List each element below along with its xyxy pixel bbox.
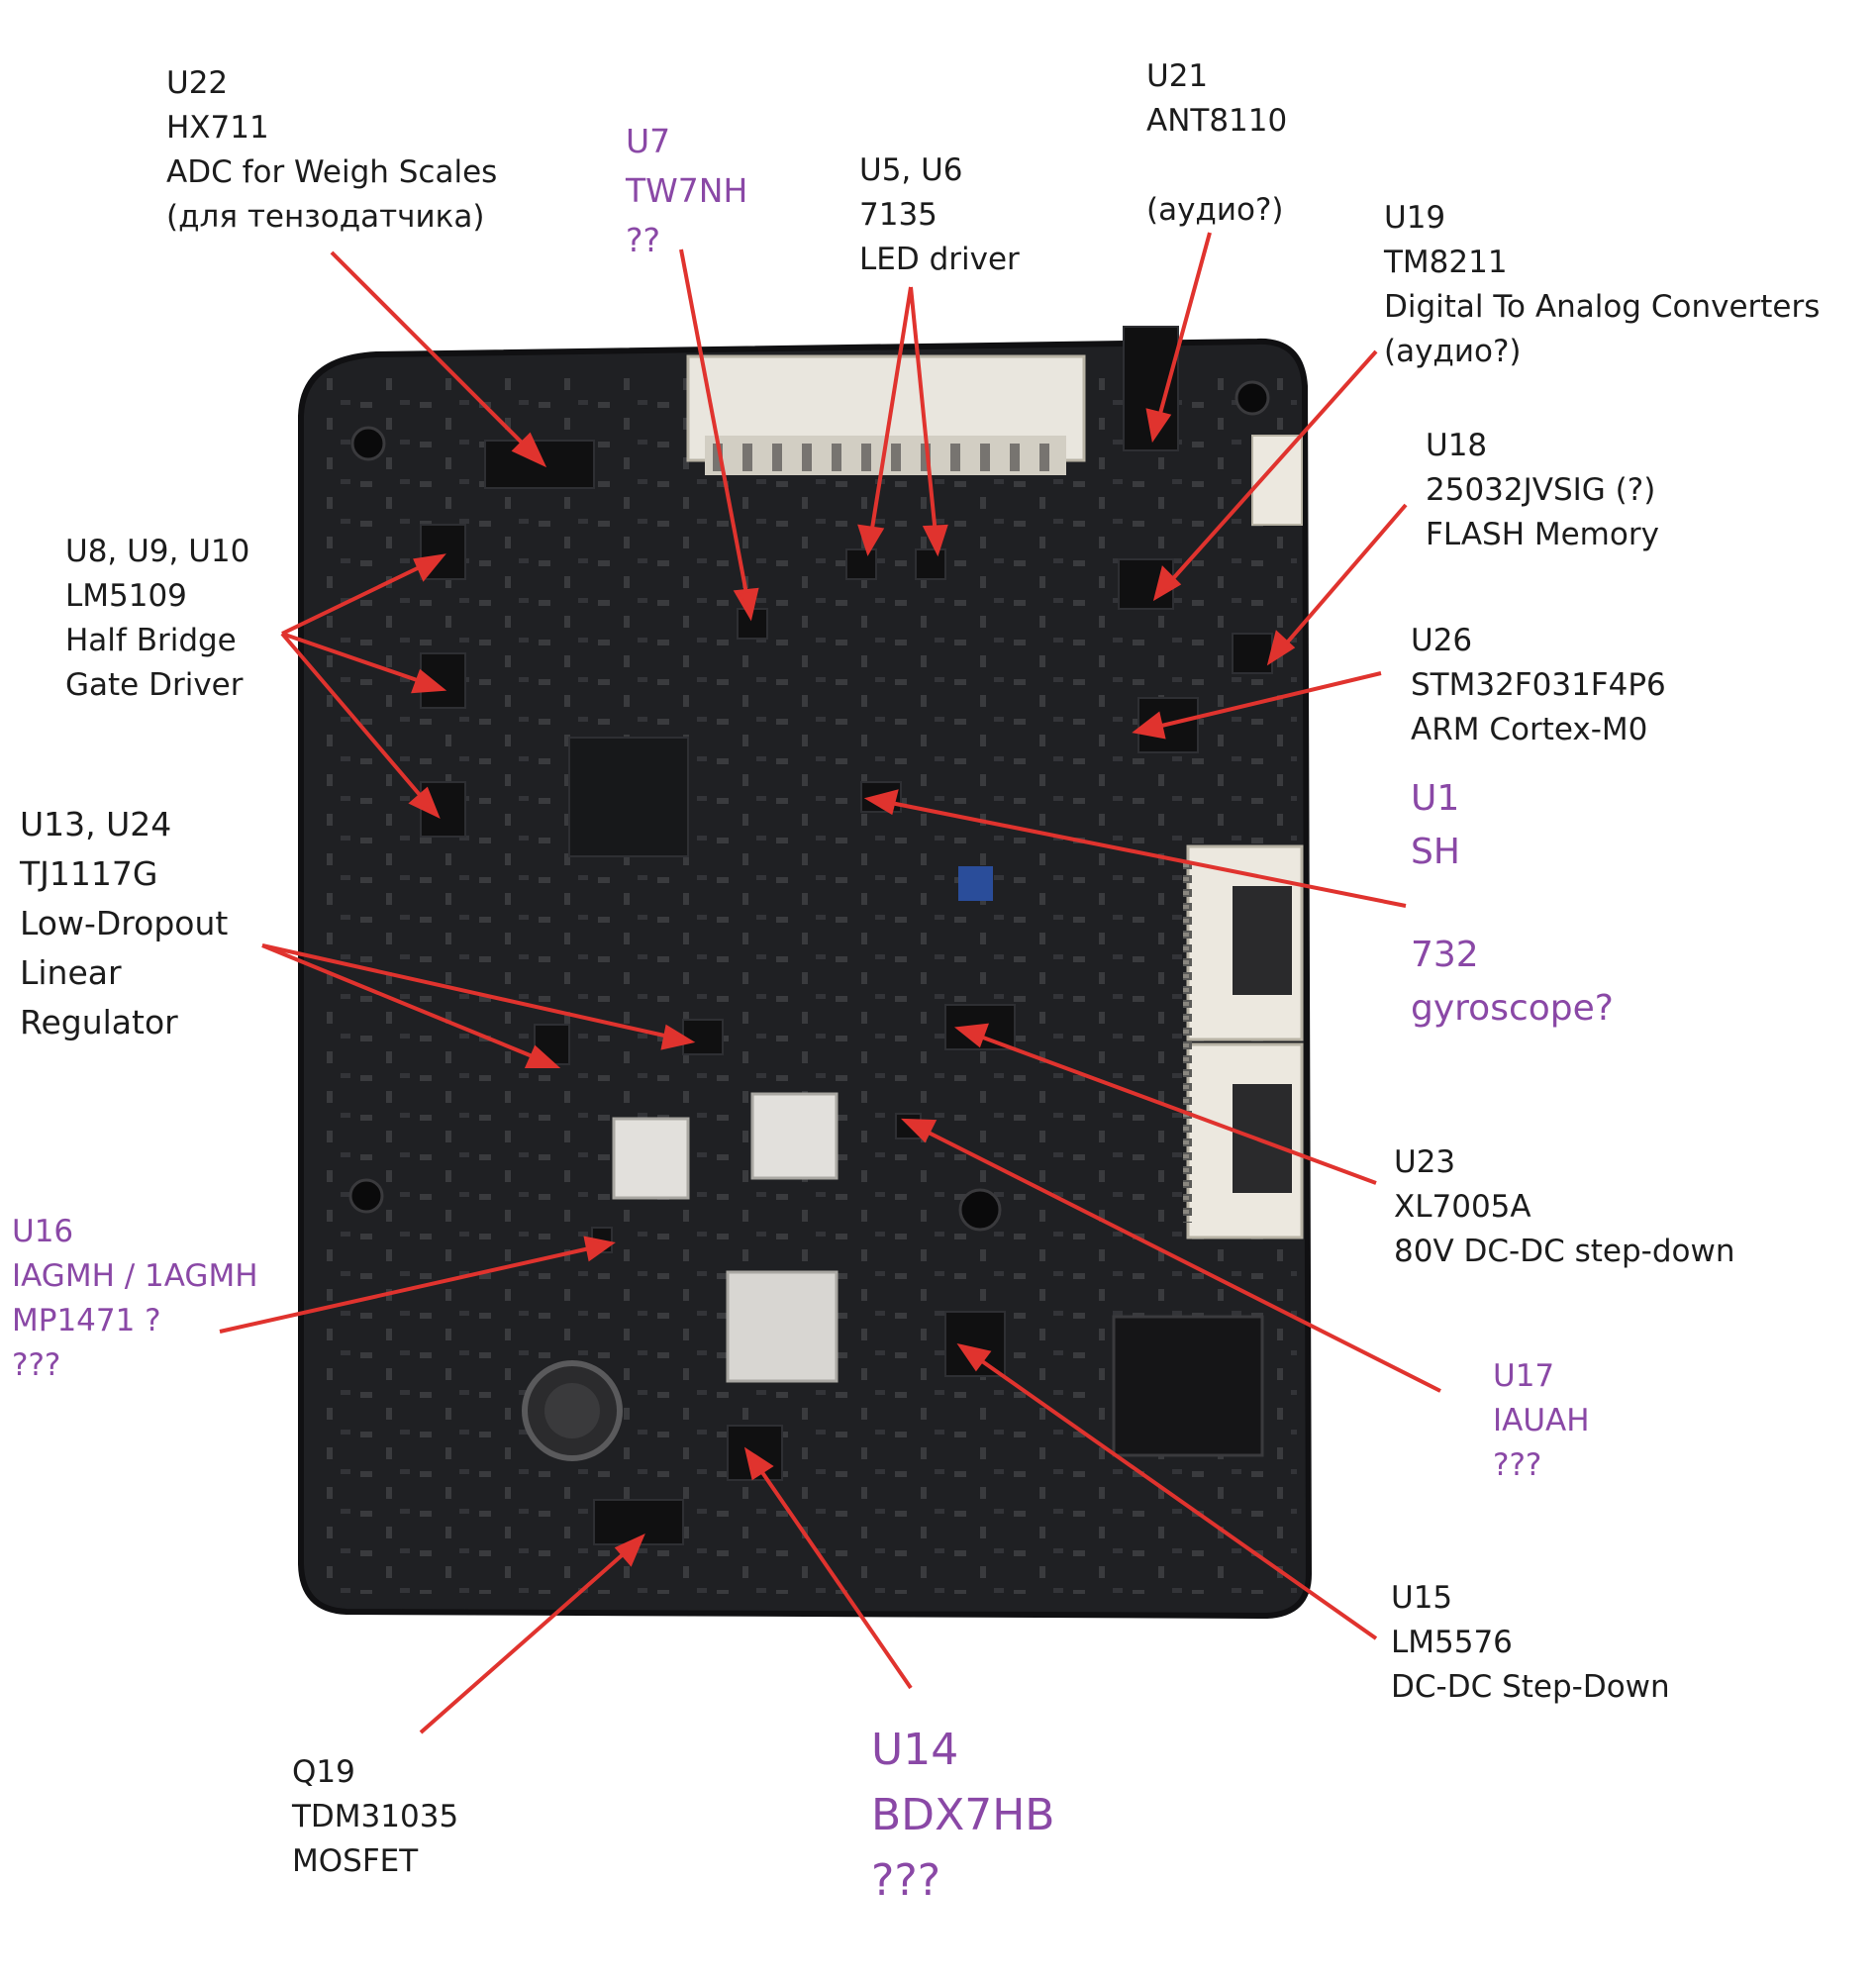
u7-ref: U7 (626, 122, 671, 160)
u13-desc2: Linear (20, 953, 122, 992)
u5u6-ref: U5, U6 (859, 152, 963, 188)
u18-ref: U18 (1426, 428, 1488, 463)
label-u8-u9-u10: U8, U9, U10 LM5109 Half Bridge Gate Driv… (65, 530, 249, 708)
u22-desc: ADC for Weigh Scales (166, 154, 498, 190)
u15-desc: DC-DC Step-Down (1391, 1669, 1670, 1705)
u17-ref: U17 (1493, 1358, 1555, 1394)
u18-desc: FLASH Memory (1426, 517, 1659, 552)
u14-ref: U14 (871, 1725, 959, 1775)
u19-note: (аудио?) (1384, 334, 1522, 369)
u21-part: ANT8110 (1146, 103, 1288, 139)
u1-ref: U1 (1411, 778, 1460, 819)
u14-note: ??? (871, 1855, 941, 1906)
mounting-hole (348, 1178, 384, 1214)
mounting-hole (1234, 380, 1270, 416)
label-u15: U15 LM5576 DC-DC Step-Down (1391, 1576, 1670, 1710)
connector-right (1183, 435, 1304, 1239)
label-u21: U21 ANT8110 (аудио?) (1146, 54, 1287, 233)
label-u5-u6: U5, U6 7135 LED driver (859, 148, 1020, 282)
annotation-arrows (219, 232, 1441, 1734)
u7-part: TW7NH (626, 171, 748, 210)
label-q19: Q19 TDM31035 MOSFET (292, 1750, 458, 1884)
mounting-hole (350, 426, 386, 461)
u26-desc: ARM Cortex-M0 (1411, 712, 1648, 747)
u15-part: LM5576 (1391, 1625, 1513, 1660)
u22-part: HX711 (166, 110, 269, 146)
label-u7: U7 TW7NH ?? (626, 117, 747, 265)
u15-ref: U15 (1391, 1580, 1453, 1616)
u13-ref: U13, U24 (20, 805, 172, 843)
u8-desc: Half Bridge (65, 623, 237, 658)
u26-ref: U26 (1411, 623, 1473, 658)
u23-ref: U23 (1394, 1144, 1456, 1180)
u17-note: ??? (1493, 1447, 1542, 1483)
u19-part: TM8211 (1384, 245, 1508, 280)
label-u1: U1 SH 732 gyroscope? (1411, 772, 1614, 1036)
u23-part: XL7005A (1394, 1189, 1531, 1225)
label-u13-u24: U13, U24 TJ1117G Low-Dropout Linear Regu… (20, 800, 228, 1047)
u22-ref: U22 (166, 65, 229, 101)
u13-desc: Low-Dropout (20, 904, 229, 942)
mounting-hole (958, 1188, 1002, 1232)
u21-note: (аудио?) (1146, 192, 1284, 228)
label-u14: U14 BDX7HB ??? (871, 1718, 1054, 1914)
label-u16: U16 IAGMH / 1AGMH MP1471 ? ??? (12, 1210, 258, 1388)
u23-desc: 80V DC-DC step-down (1394, 1234, 1735, 1269)
u26-part: STM32F031F4P6 (1411, 667, 1666, 703)
u5u6-desc: LED driver (859, 242, 1020, 277)
u16-part: IAGMH / 1AGMH (12, 1258, 258, 1294)
q19-desc: MOSFET (292, 1843, 419, 1879)
u14-part: BDX7HB (871, 1790, 1055, 1840)
label-u18: U18 25032JVSIG (?) FLASH Memory (1426, 424, 1659, 557)
u16-ref: U16 (12, 1214, 74, 1249)
u8-ref: U8, U9, U10 (65, 534, 250, 569)
u19-desc: Digital To Analog Converters (1384, 289, 1821, 325)
u1-part2: 732 (1411, 935, 1479, 975)
u13-desc3: Regulator (20, 1003, 178, 1041)
inductors (522, 866, 1264, 1461)
u7-note: ?? (626, 221, 661, 259)
q19-ref: Q19 (292, 1754, 355, 1790)
connector-p14 (686, 354, 1086, 475)
u19-ref: U19 (1384, 200, 1446, 236)
u21-ref: U21 (1146, 58, 1209, 94)
label-u19: U19 TM8211 Digital To Analog Converters … (1384, 196, 1820, 374)
u16-note: ??? (12, 1347, 61, 1383)
u1-desc: gyroscope? (1411, 988, 1614, 1029)
u22-desc2: (для тензодатчика) (166, 199, 485, 235)
label-u26: U26 STM32F031F4P6 ARM Cortex-M0 (1411, 619, 1666, 752)
label-u23: U23 XL7005A 80V DC-DC step-down (1394, 1140, 1734, 1274)
u8-desc2: Gate Driver (65, 667, 244, 703)
u18-part: 25032JVSIG (?) (1426, 472, 1656, 508)
q19-part: TDM31035 (292, 1799, 459, 1834)
u13-part: TJ1117G (20, 854, 158, 893)
label-u17: U17 IAUAH ??? (1493, 1354, 1590, 1488)
u17-part: IAUAH (1493, 1403, 1590, 1438)
u16-part2: MP1471 ? (12, 1303, 161, 1338)
label-u22: U22 HX711 ADC for Weigh Scales (для тенз… (166, 61, 497, 240)
u8-part: LM5109 (65, 578, 187, 614)
u1-part: SH (1411, 832, 1460, 872)
u5u6-part: 7135 (859, 197, 938, 233)
